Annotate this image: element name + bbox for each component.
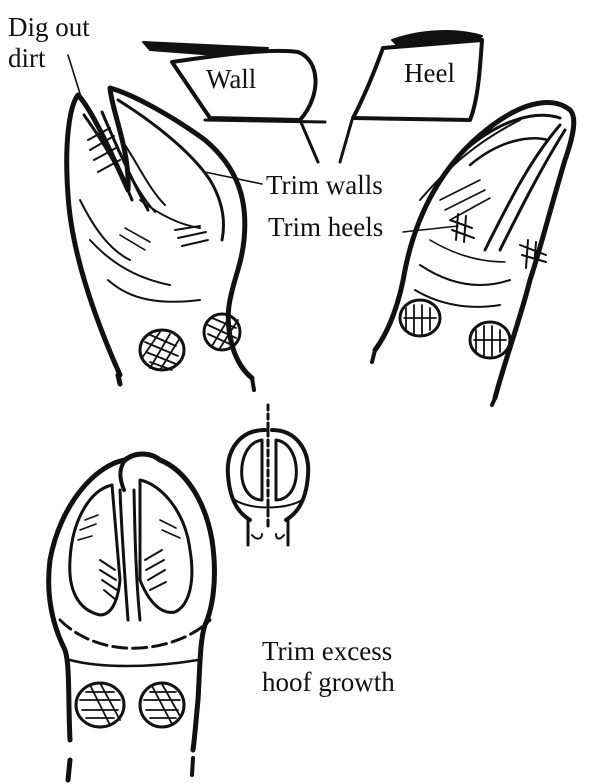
small-center-hoof — [228, 405, 308, 545]
dig-out-dirt-label: Dig out dirt — [8, 12, 90, 74]
trim-walls-label: Trim walls — [264, 170, 385, 201]
bottom-hoof — [49, 454, 215, 780]
wall-label: Wall — [206, 64, 256, 95]
trim-heels-label: Trim heels — [266, 212, 385, 243]
hoof-knife-heel-blade — [340, 31, 482, 162]
trim-excess-hoof-growth-label: Trim excess hoof growth — [262, 636, 395, 698]
heel-label: Heel — [404, 58, 455, 89]
right-hoof — [372, 103, 574, 405]
hoof-knife-wall-blade — [143, 42, 325, 162]
